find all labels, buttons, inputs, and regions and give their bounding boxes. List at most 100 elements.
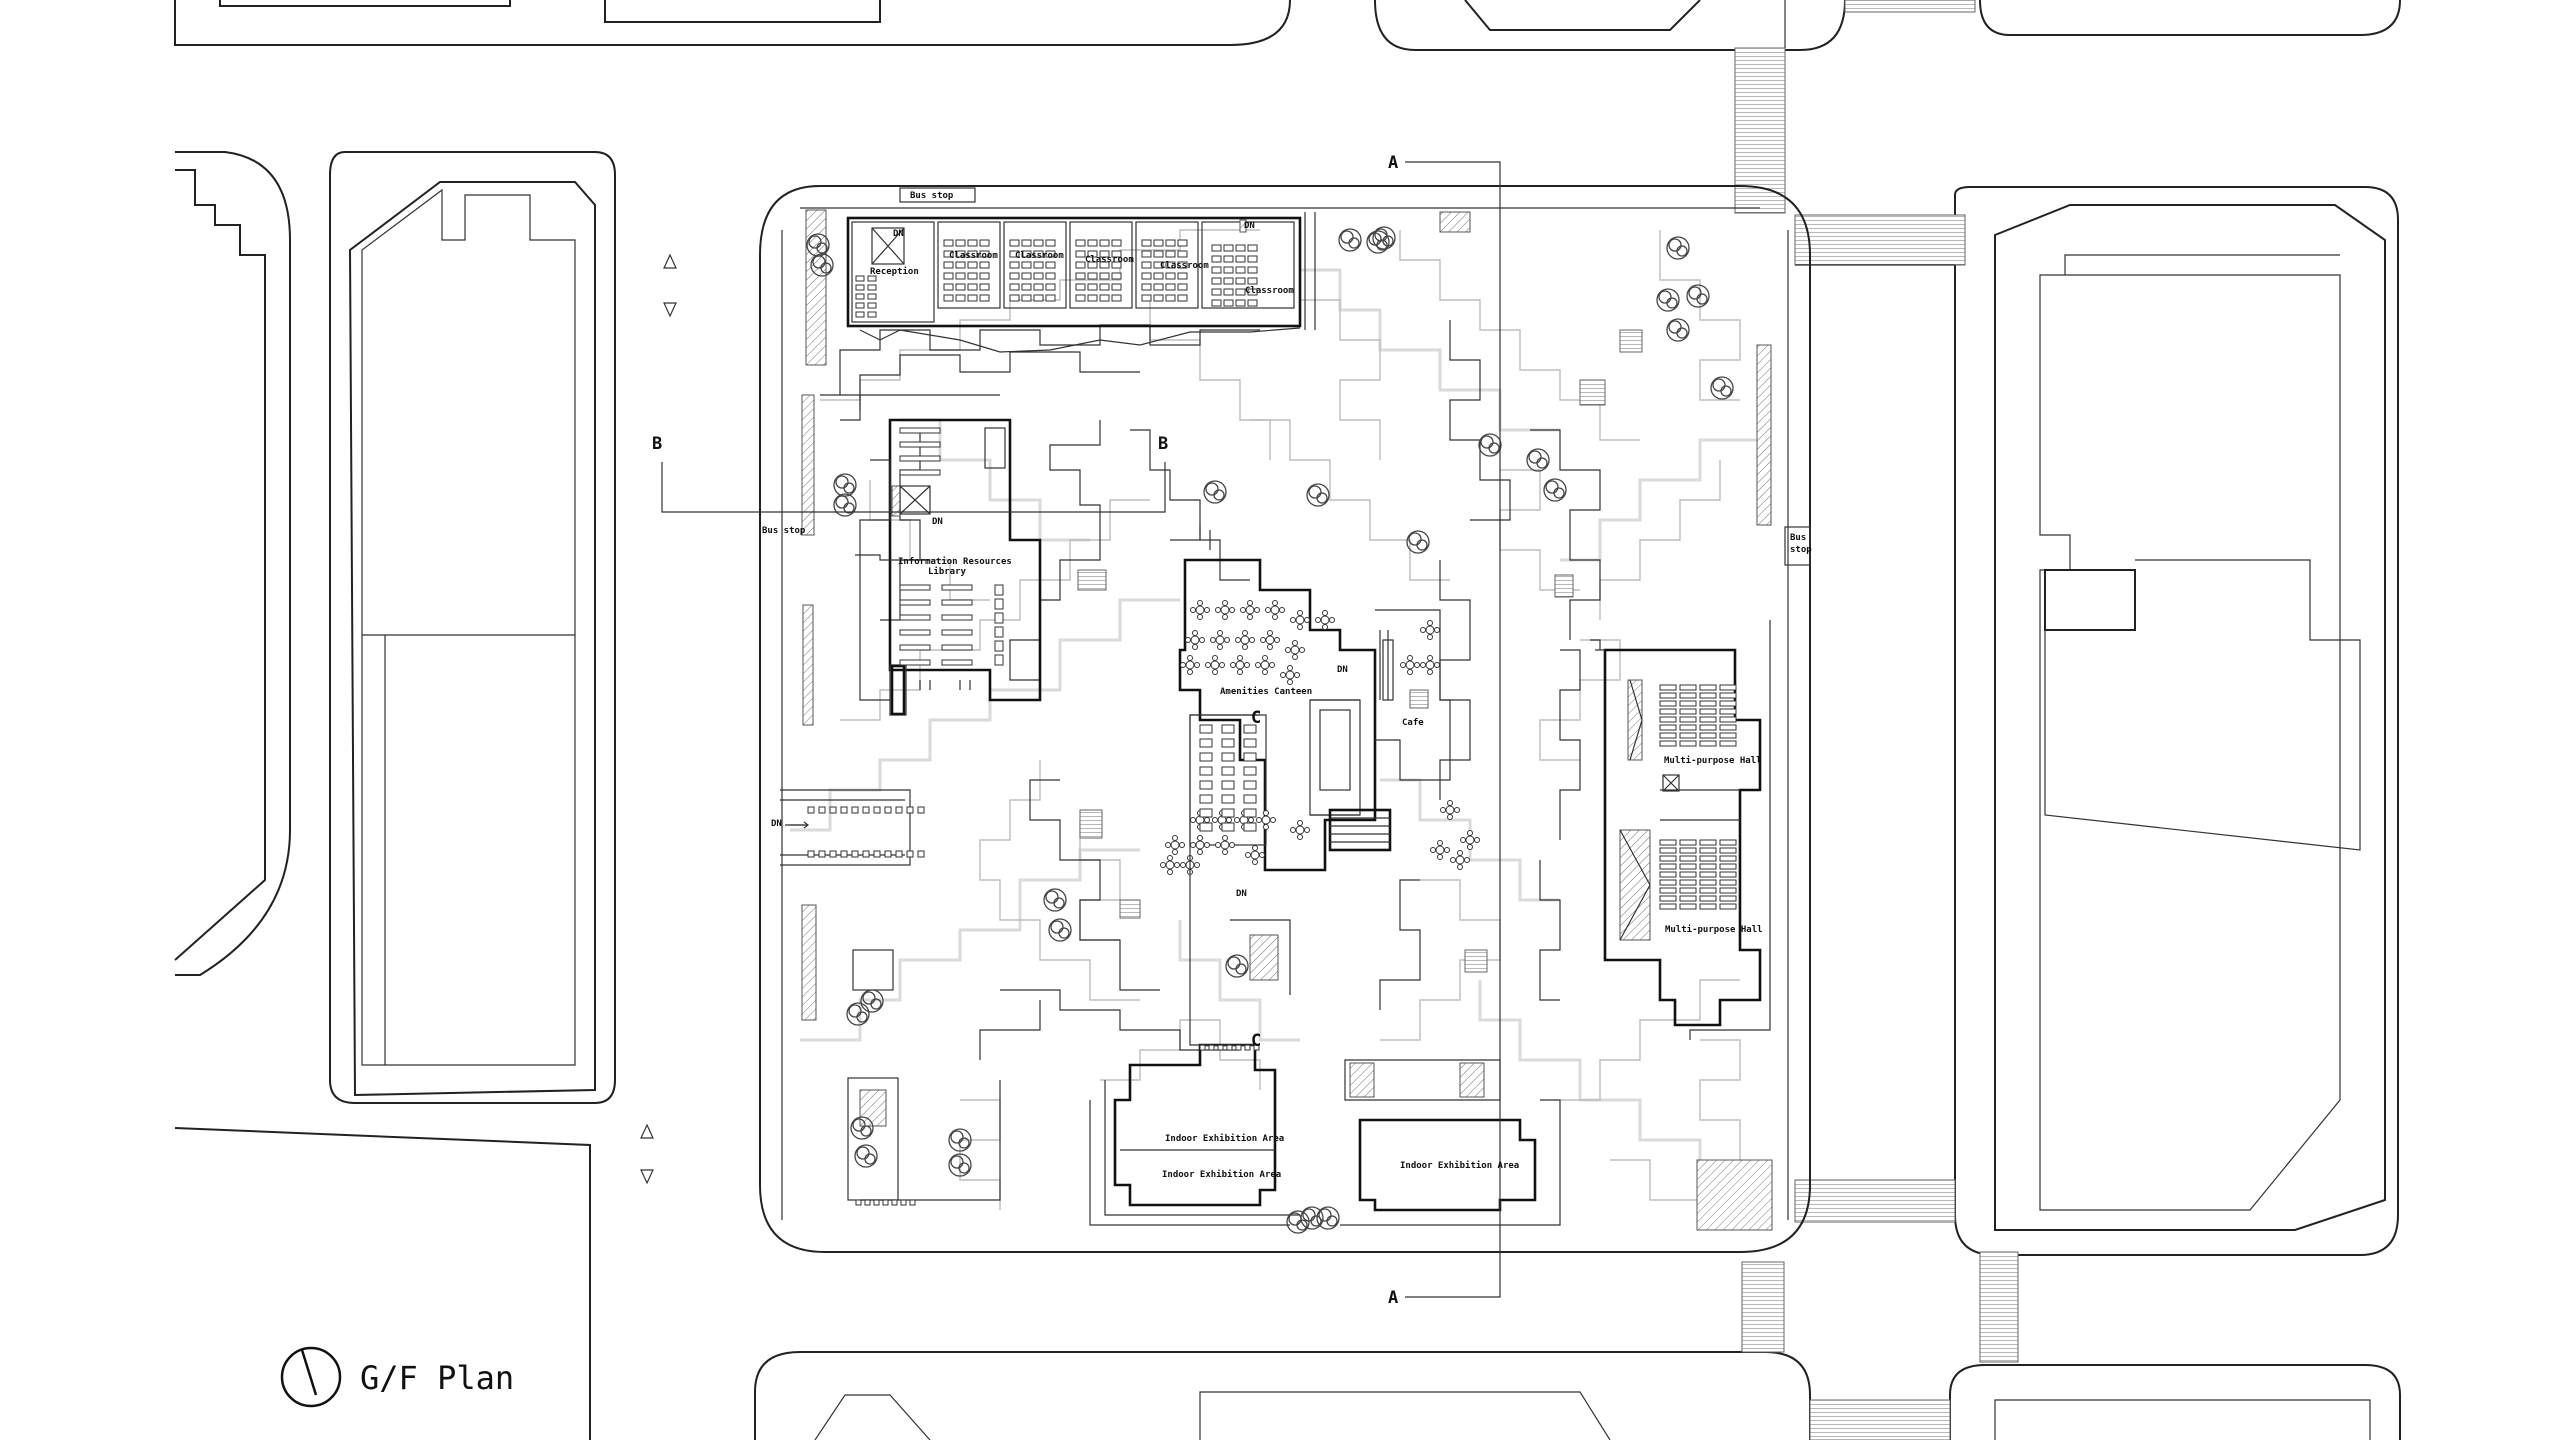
hall-seat xyxy=(1699,708,1717,715)
dining-table xyxy=(1420,620,1440,640)
hall-seat xyxy=(1699,871,1717,878)
hall-seat xyxy=(1719,716,1737,723)
tree xyxy=(1686,284,1710,308)
canteen-bench xyxy=(1243,766,1257,776)
classroom-desk xyxy=(1153,272,1164,280)
room-labels: Reception Classroom Classroom Classroom … xyxy=(870,251,1763,1180)
classroom-desk xyxy=(1111,250,1122,258)
classroom-desk xyxy=(1009,239,1020,247)
reception-desk xyxy=(867,302,877,309)
hall-seat xyxy=(1719,895,1737,902)
classroom-desk xyxy=(1021,283,1032,291)
hall-seat xyxy=(1719,855,1737,862)
classroom-desk xyxy=(1247,288,1258,296)
plan-title: G/F Plan xyxy=(360,1359,514,1397)
classroom-desk xyxy=(1021,239,1032,247)
classroom-desk xyxy=(1223,299,1234,307)
classroom-desk xyxy=(1111,261,1122,269)
bollard xyxy=(895,850,903,858)
dining-table xyxy=(1190,600,1210,620)
classroom-desk xyxy=(1075,283,1086,291)
classroom-desk xyxy=(943,261,954,269)
bollard xyxy=(818,806,826,814)
hall-seat xyxy=(1719,684,1737,691)
cafe-block xyxy=(1375,609,1451,781)
classroom-desk xyxy=(943,239,954,247)
classroom-desk xyxy=(1021,261,1032,269)
tree xyxy=(1666,236,1690,260)
library-table xyxy=(899,644,931,651)
classroom-desk xyxy=(1033,272,1044,280)
hall-seat xyxy=(1679,887,1697,894)
bollard xyxy=(1235,1044,1242,1051)
canteen-bench xyxy=(1199,808,1213,818)
dining-table xyxy=(1430,840,1450,860)
classroom-desk xyxy=(1099,250,1110,258)
classroom-desk xyxy=(1153,283,1164,291)
hall-seat xyxy=(1679,700,1697,707)
classroom-desk xyxy=(1211,277,1222,285)
bollard xyxy=(840,850,848,858)
hall-seat xyxy=(1699,692,1717,699)
bus-stop-top: Bus stop xyxy=(910,191,954,201)
classroom-desk xyxy=(1235,277,1246,285)
stair-dn-2: DN xyxy=(1244,221,1255,231)
library-table xyxy=(941,599,973,606)
dining-table xyxy=(1210,630,1230,650)
canteen-bench xyxy=(1221,738,1235,748)
classroom-desk xyxy=(1165,261,1176,269)
classroom-desk xyxy=(1223,288,1234,296)
canteen-bench xyxy=(1221,808,1235,818)
dining-table xyxy=(1290,610,1310,630)
canteen-bench xyxy=(1199,822,1213,832)
classroom-desk xyxy=(1177,283,1188,291)
tree xyxy=(1043,888,1067,912)
classroom-desk xyxy=(1045,294,1056,302)
classroom-desk xyxy=(1099,283,1110,291)
hall-seat xyxy=(1699,684,1717,691)
bollard xyxy=(818,850,826,858)
canteen-bench xyxy=(1199,780,1213,790)
tree xyxy=(1710,376,1734,400)
bollard xyxy=(917,806,925,814)
classroom-desk xyxy=(1247,277,1258,285)
classroom-desk xyxy=(1153,261,1164,269)
classroom-desk xyxy=(943,272,954,280)
dining-table xyxy=(1245,845,1265,865)
classroom-desk xyxy=(1087,261,1098,269)
library-shelf xyxy=(994,584,1004,596)
tree xyxy=(1286,1210,1310,1234)
tree xyxy=(1478,433,1502,457)
classroom-desk xyxy=(1141,250,1152,258)
bollard xyxy=(873,850,881,858)
classroom-desk xyxy=(967,261,978,269)
bollard xyxy=(906,850,914,858)
library-shelf xyxy=(994,598,1004,610)
hall-seating xyxy=(1659,684,1737,910)
library-shelf xyxy=(899,455,941,462)
classroom-desk xyxy=(943,250,954,258)
classroom-desk xyxy=(1141,272,1152,280)
dining-table xyxy=(1165,835,1185,855)
hall-seat xyxy=(1719,839,1737,846)
stair-dn-3: DN xyxy=(932,517,943,527)
dining-table xyxy=(1215,835,1235,855)
hall-seat xyxy=(1679,863,1697,870)
stair-dn-1: DN xyxy=(893,229,904,239)
classroom-desk xyxy=(1033,261,1044,269)
exhibition-block xyxy=(1089,1043,1561,1226)
library-table xyxy=(941,659,973,666)
classroom-desk xyxy=(1045,239,1056,247)
classroom-desk xyxy=(979,294,990,302)
library-table xyxy=(941,614,973,621)
canteen-bench xyxy=(1243,822,1257,832)
bus-stop-labels: Bus stop Bus stop Bus stop xyxy=(762,187,1812,566)
tree xyxy=(1306,483,1330,507)
dining-table xyxy=(1400,655,1420,675)
hall-seat xyxy=(1719,863,1737,870)
canteen-bench xyxy=(1199,794,1213,804)
hall-seat xyxy=(1719,700,1737,707)
bollard xyxy=(862,850,870,858)
classroom-desk xyxy=(1111,239,1122,247)
tree xyxy=(1203,480,1227,504)
